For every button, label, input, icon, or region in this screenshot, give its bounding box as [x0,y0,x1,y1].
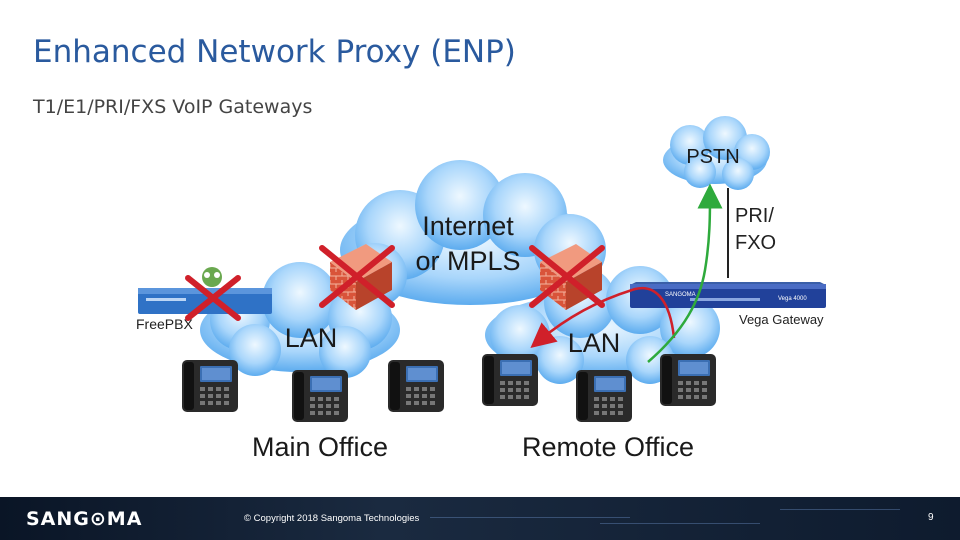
slide-title: Enhanced Network Proxy (ENP) [33,34,516,70]
internet-label-line2: or MPLS [415,246,520,276]
gateway-brand: SANGOMA [665,292,696,298]
remote-office-label: Remote Office [522,432,694,462]
main-office-label: Main Office [252,432,388,462]
network-diagram: PSTN PRI/ FXO Internet or MPLS LAN LAN [136,116,826,462]
footer-bar: SANG⊙MA © Copyright 2018 Sangoma Technol… [0,497,960,540]
ip-phone-icon [576,370,632,422]
main-lan-label: LAN [285,323,338,353]
vega-gateway-icon: SANGOMA Vega 4000 [630,282,826,308]
pstn-label: PSTN [686,146,739,168]
gateway-label: Vega Gateway [739,312,824,327]
internet-label-line1: Internet [422,211,514,241]
freepbx-appliance-icon [138,267,272,321]
pri-label-line1: PRI/ [735,205,774,227]
slide-subtitle: T1/E1/PRI/FXS VoIP Gateways [33,96,313,118]
gateway-model: Vega 4000 [778,296,807,302]
page-number: 9 [928,512,934,523]
copyright-text: © Copyright 2018 Sangoma Technologies [244,513,420,524]
ip-phone-icon [482,354,538,406]
pstn-cloud: PSTN [663,116,770,190]
freepbx-label: FreePBX [136,316,193,332]
firewall-remote-icon [529,244,605,310]
ip-phone-icon [388,360,444,412]
ip-phone-icon [292,370,348,422]
remote-lan-label: LAN [568,328,621,358]
ip-phone-icon [660,354,716,406]
ip-phone-icon [182,360,238,412]
red-call-arrow [530,287,676,349]
firewall-main-icon [319,244,395,310]
sangoma-logo: SANG⊙MA [26,508,143,530]
pri-label-line2: FXO [735,232,776,254]
green-call-arrow [647,183,723,363]
